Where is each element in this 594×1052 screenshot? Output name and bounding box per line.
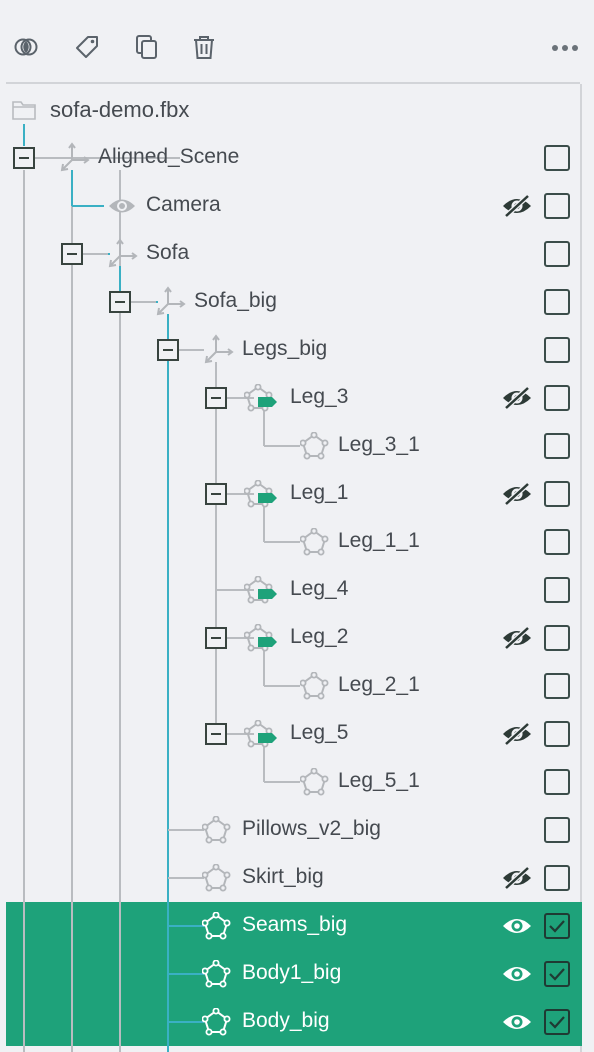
eye-off-icon[interactable] — [501, 626, 533, 650]
row-checkbox[interactable] — [544, 961, 570, 987]
collapse-toggle-icon[interactable] — [205, 387, 227, 409]
row-checkbox[interactable] — [544, 769, 570, 795]
tagged-mesh-node-icon — [244, 624, 280, 652]
row-checkbox[interactable] — [544, 289, 570, 315]
more-icon[interactable] — [551, 41, 579, 53]
row-checkbox[interactable] — [544, 241, 570, 267]
eye-off-icon[interactable] — [501, 866, 533, 890]
duplicate-icon[interactable] — [134, 34, 160, 60]
collapse-toggle-icon[interactable] — [109, 291, 131, 313]
tagged-mesh-node-icon — [244, 384, 280, 412]
tree-row-label: Leg_4 — [290, 577, 349, 600]
row-checkbox[interactable] — [544, 721, 570, 747]
row-checkbox[interactable] — [544, 865, 570, 891]
tree-row-label: Leg_3_1 — [338, 433, 420, 456]
mesh-node-icon — [202, 864, 232, 892]
transform-node-icon — [204, 334, 234, 364]
tagged-mesh-node-icon — [244, 480, 280, 508]
eye-off-icon[interactable] — [501, 722, 533, 746]
selection-highlight — [6, 902, 582, 950]
tree-row-label: Leg_5_1 — [338, 769, 420, 792]
row-checkbox[interactable] — [544, 385, 570, 411]
row-checkbox[interactable] — [544, 817, 570, 843]
mesh-node-icon — [202, 816, 232, 844]
collapse-toggle-icon[interactable] — [13, 147, 35, 169]
mesh-node-icon — [202, 960, 232, 988]
row-checkbox[interactable] — [544, 529, 570, 555]
toolbar-divider — [6, 82, 580, 84]
collapse-toggle-icon[interactable] — [205, 723, 227, 745]
tree-row-label: Body1_big — [242, 961, 342, 984]
collapse-toggle-icon[interactable] — [157, 339, 179, 361]
tree-row-label: Sofa — [146, 241, 190, 264]
tree-row-label: Aligned_Scene — [98, 145, 240, 168]
mesh-node-icon — [300, 528, 330, 556]
eye-icon[interactable] — [501, 962, 533, 986]
tree-row-label: Camera — [146, 193, 221, 216]
row-checkbox[interactable] — [544, 577, 570, 603]
row-checkbox[interactable] — [544, 913, 570, 939]
row-checkbox[interactable] — [544, 481, 570, 507]
tree-row-label: Leg_2_1 — [338, 673, 420, 696]
transform-node-icon — [156, 286, 186, 316]
collapse-toggle-icon[interactable] — [61, 243, 83, 265]
eye-off-icon[interactable] — [501, 194, 533, 218]
mesh-node-icon — [300, 672, 330, 700]
eye-off-icon[interactable] — [501, 482, 533, 506]
tree-row-label: Body_big — [242, 1009, 330, 1032]
row-checkbox[interactable] — [544, 193, 570, 219]
panel-border — [580, 84, 582, 1052]
eye-off-icon[interactable] — [501, 386, 533, 410]
transform-node-icon — [108, 238, 138, 268]
mesh-node-icon — [202, 1008, 232, 1036]
tagged-mesh-node-icon — [244, 720, 280, 748]
tree-row-label: Leg_1 — [290, 481, 349, 504]
tree-row-label: Leg_2 — [290, 625, 349, 648]
row-checkbox[interactable] — [544, 1009, 570, 1035]
tree-row-label: Skirt_big — [242, 865, 324, 888]
row-checkbox[interactable] — [544, 145, 570, 171]
selection-highlight — [6, 950, 582, 998]
tag-icon[interactable] — [75, 34, 101, 60]
trash-icon[interactable] — [191, 34, 217, 60]
row-checkbox[interactable] — [544, 337, 570, 363]
tree-row-label: Sofa_big — [194, 289, 277, 312]
collapse-toggle-icon[interactable] — [205, 627, 227, 649]
eye-icon[interactable] — [501, 1010, 533, 1034]
tree-row-label: Legs_big — [242, 337, 328, 360]
collapse-toggle-icon[interactable] — [205, 483, 227, 505]
tree-row-label: Pillows_v2_big — [242, 817, 381, 840]
transform-node-icon — [60, 142, 90, 172]
eye-icon[interactable] — [501, 914, 533, 938]
row-checkbox[interactable] — [544, 625, 570, 651]
row-checkbox[interactable] — [544, 673, 570, 699]
tree-row-label: Seams_big — [242, 913, 348, 936]
camera-node-icon — [107, 195, 137, 217]
tree-row-label: Leg_5 — [290, 721, 349, 744]
mesh-node-icon — [300, 432, 330, 460]
mesh-node-icon — [300, 768, 330, 796]
row-checkbox[interactable] — [544, 433, 570, 459]
file-name: sofa-demo.fbx — [50, 97, 190, 122]
merge-icon[interactable] — [13, 34, 39, 60]
folder-icon — [12, 100, 36, 125]
tree-row-label: Leg_1_1 — [338, 529, 420, 552]
selection-highlight — [6, 998, 582, 1046]
tree-row-label: Leg_3 — [290, 385, 349, 408]
tagged-mesh-node-icon — [244, 576, 280, 604]
mesh-node-icon — [202, 912, 232, 940]
